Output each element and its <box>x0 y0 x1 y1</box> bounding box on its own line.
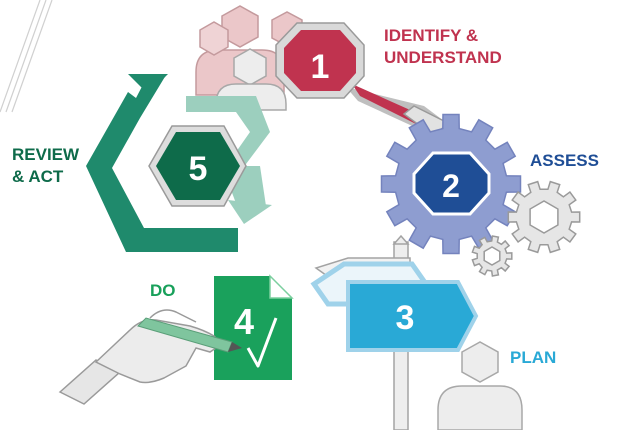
decorative-lines <box>0 0 53 113</box>
step4-checklist-icon <box>214 274 294 380</box>
step4-label: DO <box>150 281 176 300</box>
step1-label-line2: UNDERSTAND <box>384 48 502 67</box>
step1-label-line1: IDENTIFY & <box>384 26 478 45</box>
step3-signpost-icon <box>310 234 479 430</box>
medium-gear-icon <box>507 180 581 254</box>
step5-number: 5 <box>189 150 208 188</box>
gear-mid-hub <box>529 200 559 234</box>
step3-number: 3 <box>396 299 415 337</box>
step1-magnifier-icon <box>275 22 450 137</box>
step3-person-icon <box>437 341 523 430</box>
step5-label-line1: REVIEW <box>12 145 80 164</box>
step1-number: 1 <box>311 48 330 86</box>
step4-number: 4 <box>234 301 254 342</box>
gear-small-hub <box>483 246 501 266</box>
step4-hand-icon <box>58 309 242 405</box>
step2-number: 2 <box>442 168 460 204</box>
step5-label-line2: & ACT <box>12 167 64 186</box>
step2-gear-icon <box>380 113 522 255</box>
step3-label: PLAN <box>510 348 556 367</box>
small-gear-icon <box>471 235 513 277</box>
step2-label: ASSESS <box>530 151 599 170</box>
step5-cycle-arrows-icon <box>86 74 272 252</box>
